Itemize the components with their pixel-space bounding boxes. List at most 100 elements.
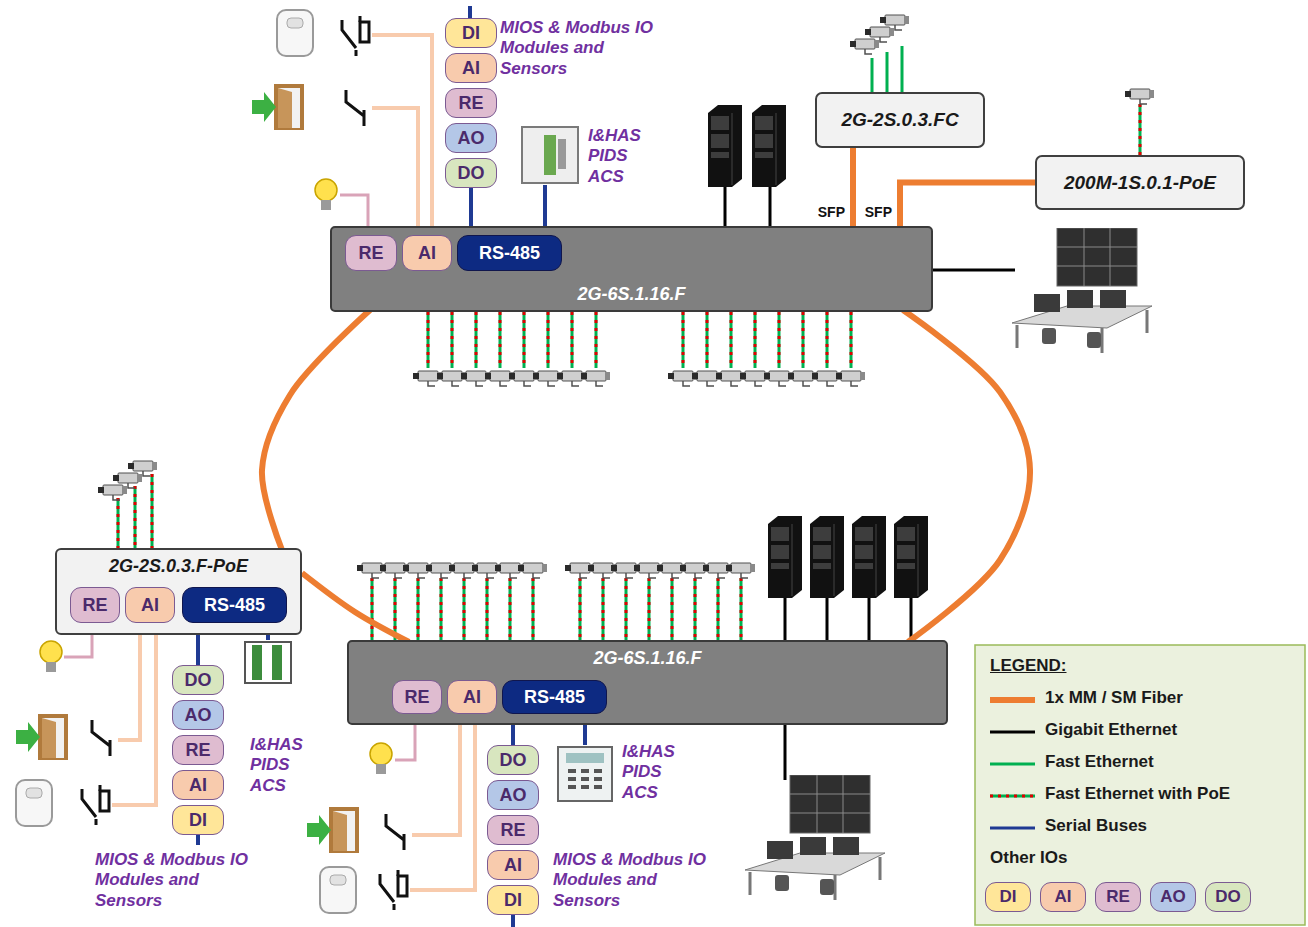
node-label: 2G-2S.0.3.FC xyxy=(841,109,958,131)
drawing-part xyxy=(112,621,156,805)
poe-wire xyxy=(671,578,674,640)
drawing-part xyxy=(82,785,109,825)
drawing-part xyxy=(277,10,313,56)
poe-wire xyxy=(117,498,120,548)
poe-wire xyxy=(571,312,574,368)
io-module: AI xyxy=(445,53,497,83)
io-module: AO xyxy=(487,780,539,810)
io-module: AI xyxy=(487,850,539,880)
drawing-part xyxy=(768,516,802,598)
io-module: RE xyxy=(70,587,120,623)
drawing-part xyxy=(380,870,407,910)
poe-wire xyxy=(475,312,478,368)
node-label: DI xyxy=(504,890,522,911)
drawing-part xyxy=(810,516,844,598)
link-label: SFP xyxy=(816,204,847,220)
poe-wire xyxy=(682,312,685,368)
poe-wire xyxy=(486,578,489,640)
drawing-part xyxy=(990,697,1035,703)
poe-wire xyxy=(509,578,512,640)
poe-wire xyxy=(151,474,154,548)
poe-wire xyxy=(694,578,697,640)
poe-wire xyxy=(717,578,720,640)
io-module: AO xyxy=(445,123,497,153)
poe-wire xyxy=(1139,104,1142,155)
poe-wire xyxy=(440,578,443,640)
drawing-part xyxy=(92,720,110,756)
drawing-part xyxy=(865,27,894,42)
legend-panel xyxy=(975,645,1305,925)
serial-port: RS-485 xyxy=(502,680,607,714)
poe-wire xyxy=(802,312,805,368)
node-label: RE xyxy=(185,740,210,761)
drawing-part xyxy=(1125,89,1154,104)
poe-wire xyxy=(625,578,628,640)
drawing-part xyxy=(315,179,337,210)
system-caption: I&HAS PIDS ACS xyxy=(622,742,694,803)
poe-wire xyxy=(706,312,709,368)
io-module: DO xyxy=(487,745,539,775)
poe-wire xyxy=(427,312,430,368)
node-label: RE xyxy=(82,595,107,616)
io-module: DO xyxy=(445,158,497,188)
node-label: RE xyxy=(458,93,483,114)
drawing-part xyxy=(880,15,909,30)
fiber-link xyxy=(903,310,1030,642)
fiber-link xyxy=(302,573,409,642)
io-type-pill: RE xyxy=(1095,882,1141,912)
node-label: 200M-1S.0.1-PoE xyxy=(1064,172,1216,194)
serial-wires xyxy=(198,6,585,927)
node-label: AO xyxy=(458,128,485,149)
drawing-part xyxy=(990,763,1035,766)
drawing-part xyxy=(745,775,885,900)
cameras xyxy=(98,15,1154,578)
poe-wire xyxy=(706,312,709,368)
drawing-part xyxy=(307,807,359,853)
drawing-part xyxy=(370,743,392,774)
legend-text: Fast Ethernet with PoE xyxy=(1045,784,1230,803)
drawing-part xyxy=(872,46,902,92)
poe-wire xyxy=(778,312,781,368)
legend-entry: Serial Buses xyxy=(1045,816,1147,836)
poe-wire xyxy=(625,578,628,640)
poe-wire xyxy=(532,578,535,640)
legend-text: Gigabit Ethernet xyxy=(1045,720,1177,739)
drawing-part xyxy=(975,645,1305,925)
poe-wire xyxy=(451,312,454,368)
module-caption: MIOS & Modbus IO Modules and Sensors xyxy=(95,850,270,911)
poe-wire xyxy=(740,578,743,640)
node-label: AI xyxy=(504,855,522,876)
node-label: AI xyxy=(418,243,436,264)
poe-wire xyxy=(595,312,598,368)
drawing-part xyxy=(410,712,475,890)
poe-wire xyxy=(850,312,853,368)
poe-wire xyxy=(547,312,550,368)
camera-icon xyxy=(836,371,865,386)
poe-wire xyxy=(826,312,829,368)
node-label: 2G-6S.1.16.F xyxy=(593,648,701,669)
drawing-part xyxy=(386,814,404,850)
serial-port: RS-485 xyxy=(182,587,287,623)
node-label: AI xyxy=(141,595,159,616)
io-module: AI xyxy=(447,680,497,714)
drawing-part xyxy=(342,16,369,56)
poe-wire xyxy=(134,486,137,548)
io-type-pill: AI xyxy=(1040,882,1086,912)
node-label: DO xyxy=(185,670,212,691)
poe-wire xyxy=(486,578,489,640)
drawing-part xyxy=(752,105,786,187)
io-type-pill: DI xyxy=(985,882,1031,912)
drawing-part xyxy=(990,795,1035,798)
fiber-link xyxy=(850,148,856,226)
module-caption: MIOS & Modbus IO Modules and Sensors xyxy=(553,850,728,911)
sensor-wires xyxy=(64,35,475,890)
poe-wire xyxy=(602,578,605,640)
io-module: AI xyxy=(402,235,452,271)
poe-wire xyxy=(778,312,781,368)
node-label: RE xyxy=(358,243,383,264)
poe-wire xyxy=(451,312,454,368)
poe-wire xyxy=(571,312,574,368)
node-label: DO xyxy=(458,163,485,184)
poe-wire xyxy=(648,578,651,640)
legend-entry: Gigabit Ethernet xyxy=(1045,720,1177,740)
